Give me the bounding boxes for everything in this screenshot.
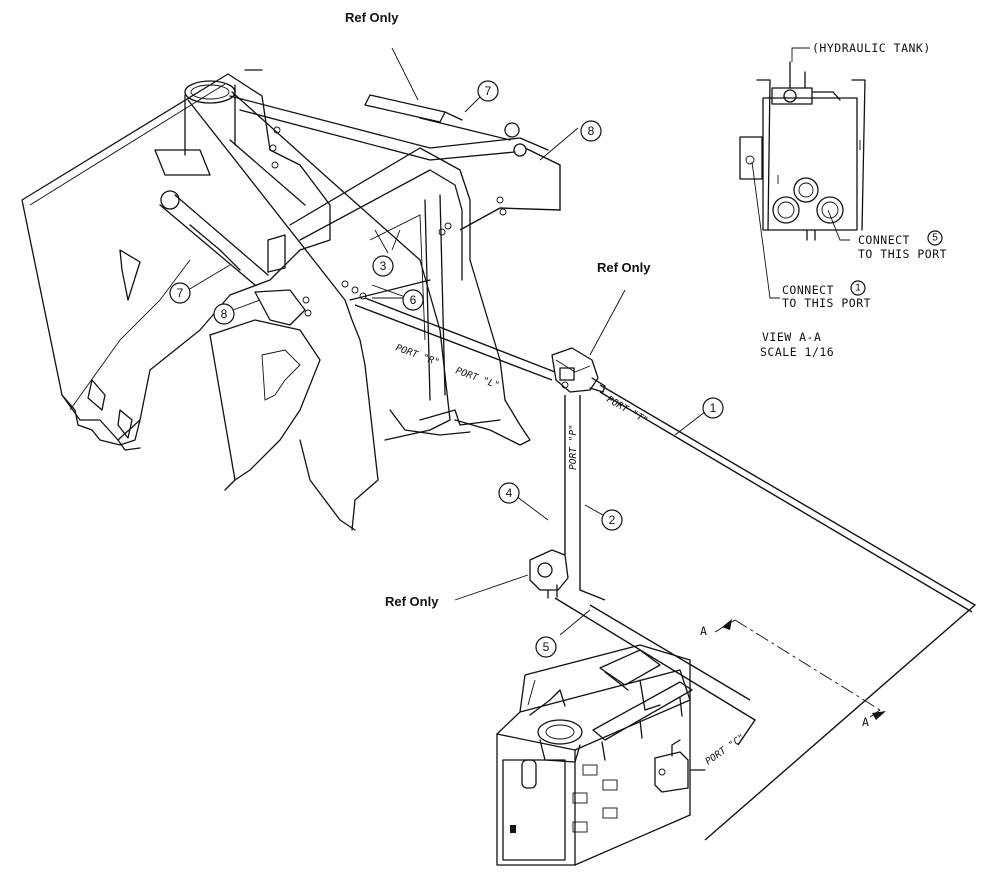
- port-r-label: PORT "R": [394, 342, 441, 368]
- inset-callout-1: 1: [850, 280, 866, 296]
- section-a-top: A: [700, 624, 707, 638]
- hydraulic-lines: [354, 147, 977, 841]
- view-scale: SCALE 1/16: [760, 345, 834, 359]
- connect-5-line1: CONNECT: [858, 233, 910, 247]
- callout-4: 4: [498, 482, 520, 504]
- hydraulic-tank-label: (HYDRAULIC TANK): [812, 41, 931, 55]
- hydraulic-tank: [496, 644, 706, 866]
- right-valve: [551, 347, 606, 393]
- connect-5-line2: TO THIS PORT: [858, 247, 947, 261]
- svg-text:7: 7: [485, 84, 492, 98]
- connect-1-line1: CONNECT: [782, 283, 834, 297]
- callout-7-top: 7: [477, 80, 499, 102]
- svg-text:6: 6: [410, 293, 417, 307]
- connect-1-line2: TO THIS PORT: [782, 296, 871, 310]
- svg-text:3: 3: [380, 259, 387, 273]
- port-l-label: PORT "L": [454, 365, 501, 391]
- ref-only-top-leader: [391, 47, 419, 101]
- callout-8-left: 8: [213, 303, 235, 325]
- callout-3: 3: [372, 255, 394, 277]
- callout-1: 1: [702, 397, 724, 419]
- svg-text:5: 5: [932, 233, 938, 244]
- port-c-label: PORT "C": [703, 732, 747, 767]
- ref-only-right-leader: [589, 289, 626, 356]
- view-a-a-inset: [739, 47, 866, 299]
- svg-text:1: 1: [855, 283, 861, 294]
- ref-only-top: Ref Only: [345, 10, 399, 25]
- svg-text:5: 5: [543, 640, 550, 654]
- ref-only-bottom: Ref Only: [385, 594, 439, 609]
- svg-text:8: 8: [221, 307, 228, 321]
- callout-8-top: 8: [580, 120, 602, 142]
- view-title: VIEW A-A: [762, 330, 821, 344]
- callout-leaders: [187, 91, 711, 636]
- port-p-label: PORT "P": [568, 424, 579, 470]
- svg-text:2: 2: [609, 513, 616, 527]
- callout-7-left: 7: [169, 282, 191, 304]
- section-a-bottom: A: [862, 715, 869, 729]
- callout-5: 5: [535, 636, 557, 658]
- callout-2: 2: [601, 509, 623, 531]
- loader-frame: [21, 69, 549, 531]
- svg-text:1: 1: [710, 401, 717, 415]
- lower-valve: [529, 549, 569, 599]
- svg-text:8: 8: [588, 124, 595, 138]
- inset-callout-5: 5: [927, 230, 943, 246]
- ref-only-right: Ref Only: [597, 260, 651, 275]
- svg-text:7: 7: [177, 286, 184, 300]
- callout-6: 6: [402, 289, 424, 311]
- svg-text:4: 4: [506, 486, 513, 500]
- ref-only-bottom-leader: [454, 574, 529, 601]
